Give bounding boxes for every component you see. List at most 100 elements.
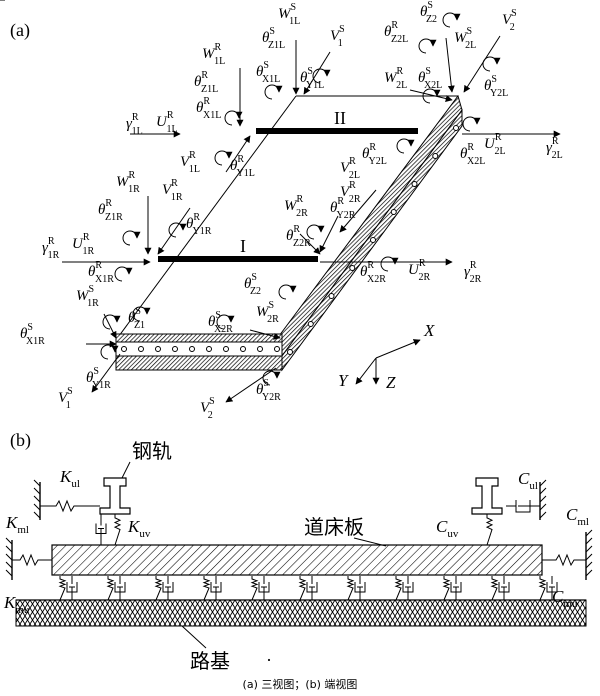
track-slab (51, 544, 543, 576)
slab-damper (546, 576, 558, 600)
moment-arc (306, 224, 325, 240)
rail-right (471, 477, 503, 515)
slab-damper (306, 576, 318, 600)
slab-spring (202, 576, 211, 601)
slab-spring (58, 576, 67, 601)
moment-arc (278, 284, 297, 300)
moment-arc (168, 222, 187, 238)
support-node (206, 346, 212, 352)
support-node (257, 346, 263, 352)
moment-arc (264, 84, 283, 100)
support-node (432, 153, 439, 159)
force-arrow (249, 329, 281, 340)
force-arrow (303, 51, 331, 95)
force-arrow (225, 367, 277, 403)
rail-lateral-spring-left (40, 499, 100, 513)
moment-arc (102, 314, 121, 330)
force-arrow (157, 207, 191, 255)
coordinate-axes (355, 339, 421, 385)
slab-spring (346, 576, 355, 601)
label-k-mu: Kmu (3, 593, 30, 616)
rail-beams (158, 128, 418, 262)
moment-arcs (100, 12, 501, 386)
moment-arc (216, 314, 235, 330)
slab-label: 道床板 (304, 515, 364, 539)
moment-arc (262, 370, 281, 386)
rail-fastener-springs (40, 499, 540, 546)
force-arrow (339, 189, 377, 233)
support-node (411, 181, 418, 187)
support-node (370, 237, 376, 243)
support-node (274, 346, 280, 352)
moment-arc (100, 344, 119, 360)
label-c-uv: Cuv (436, 517, 459, 540)
slab-spring (394, 576, 403, 601)
axis-z-label: Z (386, 373, 396, 392)
moment-arc (462, 116, 481, 132)
rail-lateral-damper-right (506, 500, 540, 513)
label-c-mu: Cmu (552, 587, 578, 610)
support-node (453, 125, 459, 131)
slab-spring (250, 576, 259, 601)
moment-arc (122, 230, 141, 246)
slab-spring (298, 576, 307, 601)
support-node (155, 346, 161, 352)
slab-damper (66, 576, 78, 600)
force-arrow (299, 233, 321, 255)
moment-arc (132, 306, 151, 322)
force-arrow (225, 135, 251, 173)
slab-damper (354, 576, 366, 600)
panel-label-b: (b) (10, 430, 31, 451)
moment-arc (224, 110, 243, 126)
force-arrow (91, 353, 121, 393)
moment-arc (422, 88, 441, 104)
support-node (121, 346, 127, 352)
support-node (390, 209, 397, 215)
axis-y-label: Y (338, 371, 349, 390)
beam-label-I: I (240, 236, 246, 256)
subgrade-label: 路基 (190, 649, 230, 673)
slab-spring (106, 576, 115, 601)
support-node (172, 346, 178, 352)
slab-spring (154, 576, 163, 601)
label-c-ul: Cul (518, 469, 538, 492)
support-node (287, 349, 293, 355)
rail-vertical-spring-right (485, 514, 494, 546)
label-k-ul: Kul (59, 467, 80, 490)
slab-damper (210, 576, 222, 600)
